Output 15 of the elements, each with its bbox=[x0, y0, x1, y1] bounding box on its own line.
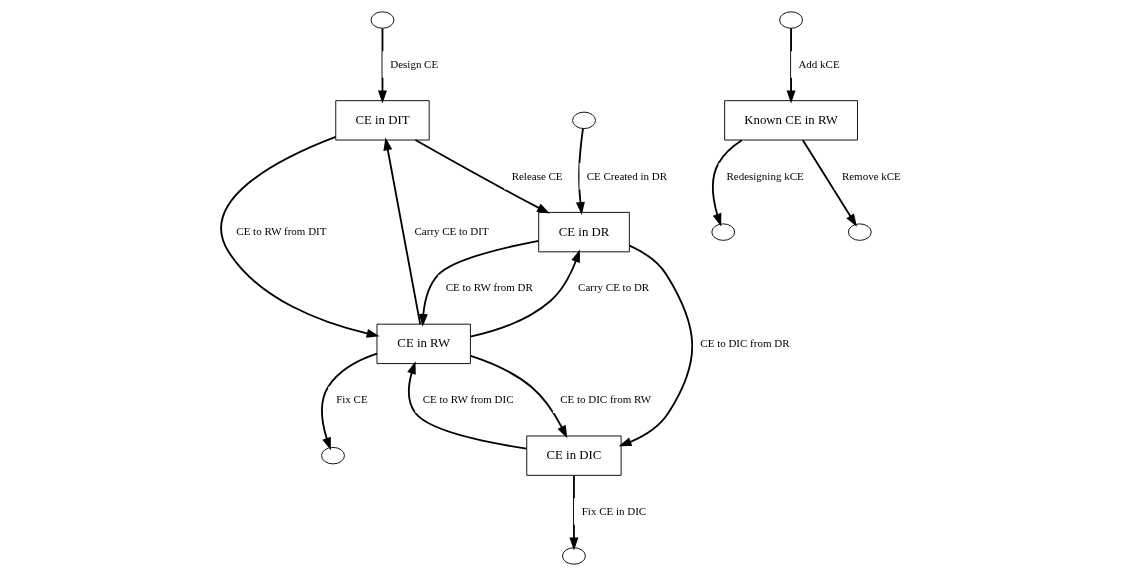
edge-label: Fix CE bbox=[335, 393, 368, 406]
edge-label: CE to DIC from RW bbox=[559, 393, 651, 406]
edge-label: Fix CE in DIC bbox=[581, 504, 646, 517]
edge-label: CE to RW from DIC bbox=[422, 393, 514, 406]
edge-label: CE to DIC from DR bbox=[699, 337, 789, 350]
edge-label: Design CE bbox=[389, 57, 438, 70]
edge-label: CE to RW from DIT bbox=[235, 225, 326, 238]
edge-label: Redesigning kCE bbox=[725, 169, 804, 182]
edge-label: CE to RW from DR bbox=[445, 281, 533, 294]
edge-label: Remove kCE bbox=[841, 169, 901, 182]
edge-label: Carry CE to DR bbox=[577, 281, 649, 294]
edge-label: Add kCE bbox=[797, 57, 840, 70]
edge-label: CE Created in DR bbox=[586, 169, 667, 182]
edge-label: Carry CE to DIT bbox=[414, 225, 489, 238]
edge-label: Release CE bbox=[511, 169, 563, 182]
